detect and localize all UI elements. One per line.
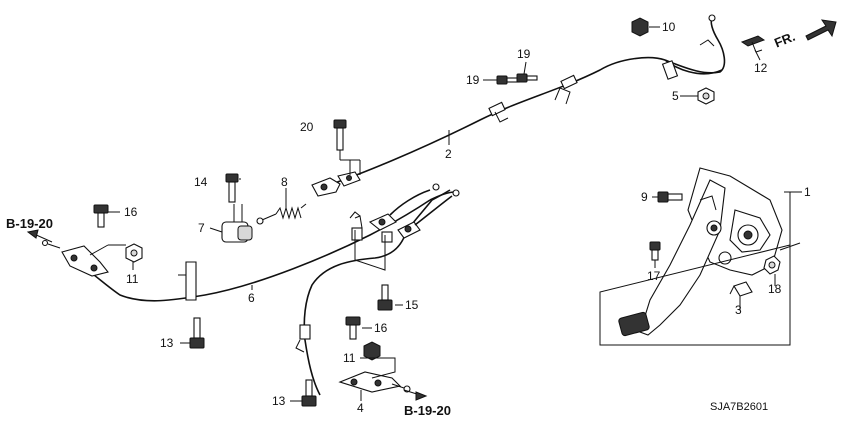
nut-11-a [125, 243, 143, 263]
callout-12: 12 [754, 61, 768, 75]
callout-14: 14 [194, 175, 208, 189]
bolt-13-b [301, 379, 317, 407]
callout-8: 8 [281, 175, 288, 189]
callout-11-right: 11 [343, 351, 356, 365]
callout-2: 2 [445, 147, 452, 161]
front-direction-label: FR. [772, 29, 797, 51]
bolt-15 [377, 284, 393, 311]
callout-9: 9 [641, 190, 648, 204]
callout-19-top: 19 [517, 47, 531, 61]
cable-2-end-bracket [311, 171, 361, 197]
bolt-20 [333, 119, 347, 151]
ref-arrow-bottom [403, 389, 428, 401]
callout-4: 4 [357, 401, 364, 415]
callout-19-left: 19 [466, 73, 480, 87]
diagram-code: SJA7B2601 [710, 401, 768, 413]
callout-16-left: 16 [124, 205, 138, 219]
callout-15: 15 [405, 298, 419, 312]
callout-20: 20 [300, 120, 314, 134]
clip-12 [740, 35, 766, 53]
ref-label-bottom: B-19-20 [404, 403, 451, 418]
callout-7: 7 [198, 221, 205, 235]
bolt-14 [225, 173, 239, 203]
leader-lines [89, 26, 802, 402]
callout-labels: 1 2 3 4 5 6 7 8 9 10 11 11 12 13 13 14 1… [124, 20, 811, 415]
cable-equalizer [349, 183, 460, 239]
callout-13-left: 13 [160, 336, 174, 350]
ref-arrow-left [26, 229, 53, 243]
nut-11-b [363, 341, 381, 361]
nut-5 [697, 87, 715, 105]
callout-17: 17 [647, 269, 661, 283]
bracket-4 [338, 371, 411, 393]
callout-5: 5 [672, 89, 679, 103]
clip-3 [729, 281, 753, 297]
bolt-19-b [516, 73, 538, 83]
callout-1: 1 [804, 185, 811, 199]
bolt-17 [649, 241, 661, 261]
callout-18: 18 [768, 282, 782, 296]
callout-3: 3 [735, 303, 742, 317]
callout-11-left: 11 [126, 272, 139, 286]
bolt-13-a [189, 317, 205, 349]
bolt-19-a [496, 75, 520, 85]
nut-10 [631, 17, 649, 37]
clamp-7 [221, 204, 253, 243]
nut-18 [763, 255, 781, 275]
cable-2 [319, 14, 726, 189]
bolt-9 [657, 191, 683, 203]
callout-6: 6 [248, 291, 255, 305]
bolt-16-a [93, 204, 109, 228]
callout-10: 10 [662, 20, 676, 34]
callout-16-right: 16 [374, 321, 388, 335]
pedal-assembly-1 [618, 167, 783, 337]
ref-label-left: B-19-20 [6, 216, 53, 231]
spring-8 [256, 203, 307, 225]
left-bracket [41, 239, 109, 277]
callout-13-bottom: 13 [272, 394, 286, 408]
front-direction-arrow [805, 19, 837, 41]
bolt-16-b [345, 316, 361, 340]
